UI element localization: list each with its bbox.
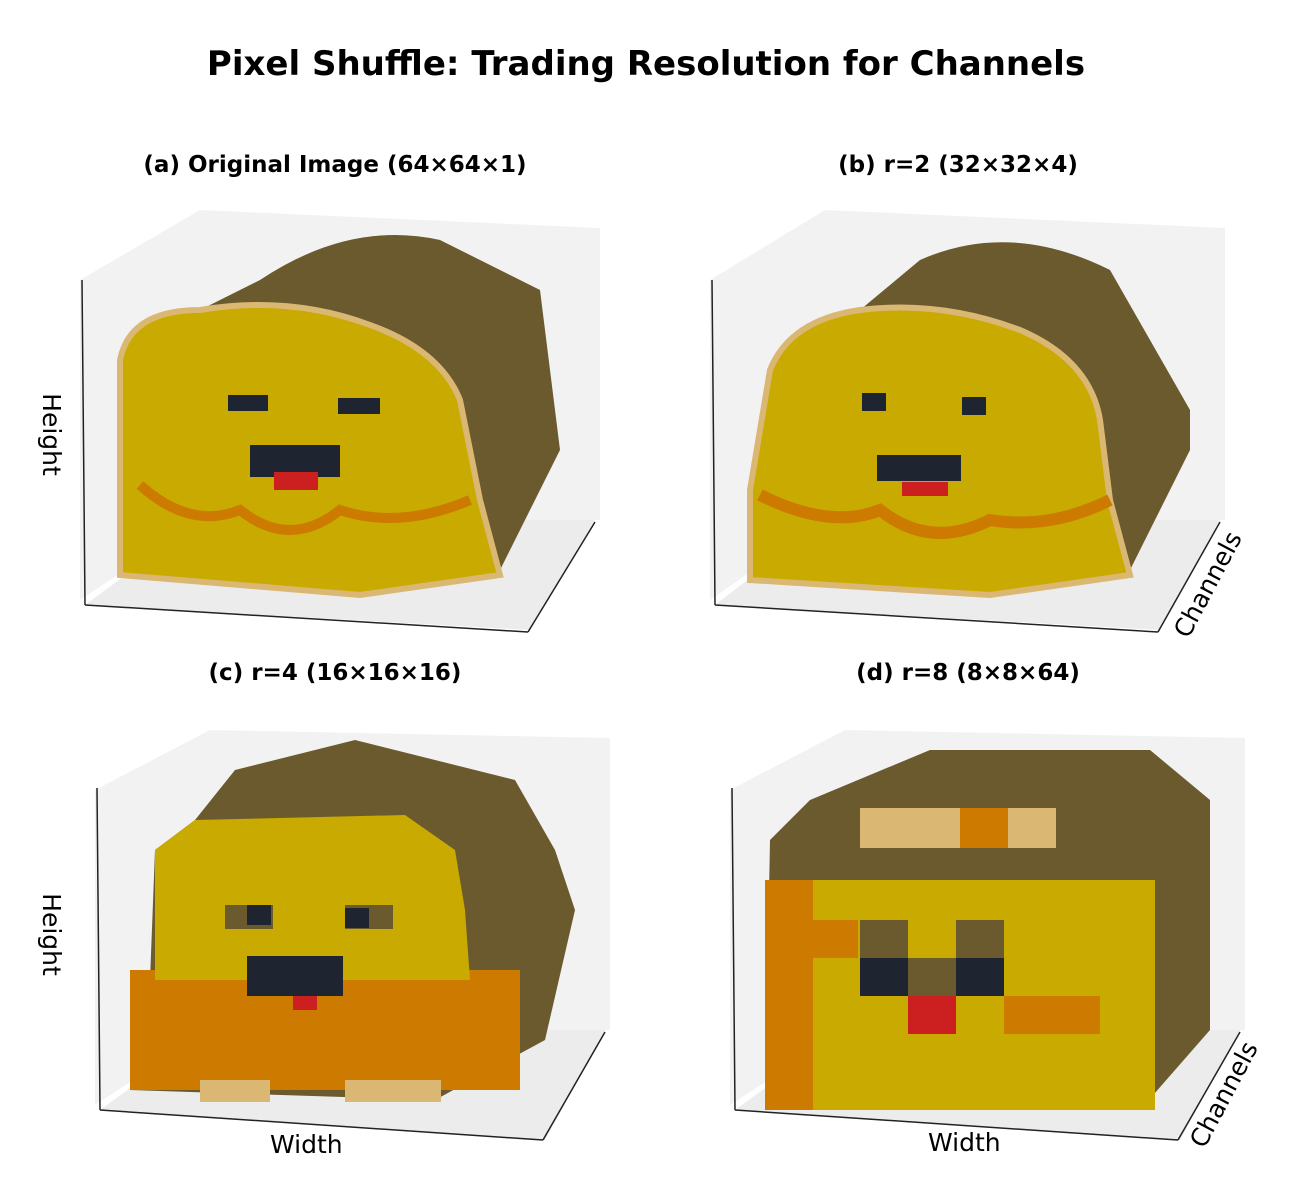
- panel-b-title: (b) r=2 (32×32×4): [838, 152, 1078, 178]
- panel-c-plot: [95, 730, 610, 1141]
- voxel-body-b: [747, 242, 1190, 599]
- panel-c-title: (c) r=4 (16×16×16): [208, 660, 462, 686]
- panel-a-ylabel: Height: [36, 393, 66, 476]
- voxel-body-d: [765, 750, 1210, 1110]
- figure-title: Pixel Shuffle: Trading Resolution for Ch…: [206, 44, 1086, 84]
- panel-a-title: (a) Original Image (64×64×1): [143, 152, 527, 178]
- panel-d-xlabel: Width: [928, 1128, 1001, 1157]
- voxel-body-a: [117, 235, 560, 599]
- panel-d-plot: [730, 730, 1245, 1141]
- panel-b-plot: [710, 210, 1225, 633]
- panel-a-plot: [80, 210, 600, 633]
- panel-d-title: (d) r=8 (8×8×64): [856, 660, 1080, 686]
- voxel-body-c: [130, 740, 575, 1102]
- panel-c-xlabel: Width: [270, 1130, 343, 1159]
- panel-c-ylabel: Height: [36, 893, 66, 976]
